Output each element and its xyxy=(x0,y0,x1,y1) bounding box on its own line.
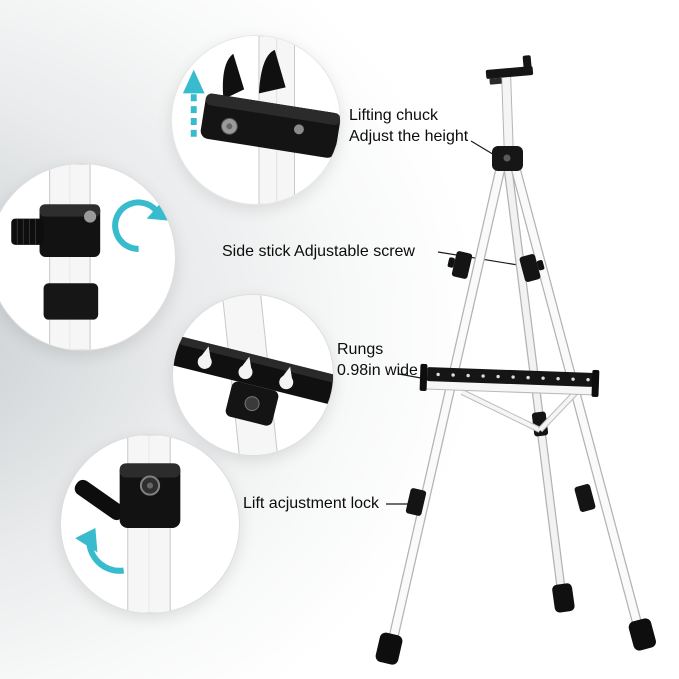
easel-right-leg xyxy=(510,164,645,636)
callout-rungs xyxy=(172,294,334,456)
adjustable-screw-knob xyxy=(11,218,44,245)
label-side-stick-line1: Side stick Adjustable screw xyxy=(222,243,415,260)
easel-upper-clamp-left xyxy=(447,251,473,279)
easel-left-leg xyxy=(386,164,506,650)
pointer-lifting-chuck xyxy=(470,140,497,157)
label-side-stick-screw: Side stick Adjustable screw xyxy=(222,242,415,263)
callout-lift-lock xyxy=(60,434,240,614)
label-lifting-chuck-line1: Lifting chuck xyxy=(349,107,438,124)
easel-left-foot xyxy=(375,632,403,665)
callout-lifting-chuck xyxy=(171,35,341,205)
label-lifting-chuck: Lifting chuck Adjust the height xyxy=(349,106,468,148)
rotate-arrow-icon xyxy=(112,199,169,252)
lift-lock-closeup xyxy=(74,435,181,613)
easel-lower-clamp-left xyxy=(405,488,427,516)
lifting-chuck-closeup xyxy=(182,36,340,204)
label-rungs-line1: Rungs xyxy=(337,341,384,358)
label-lifting-chuck-line2: Adjust the height xyxy=(349,127,469,145)
easel-right-foot xyxy=(628,618,656,651)
label-rungs-line2: 0.98in wide xyxy=(337,361,418,379)
easel-hinge xyxy=(492,146,523,171)
label-lift-lock-line1: Lift acjustment lock xyxy=(243,495,380,512)
easel-tray xyxy=(419,363,600,398)
curved-arrow-icon xyxy=(75,528,125,574)
pointer-lines xyxy=(386,140,525,505)
easel-tray-braces xyxy=(460,387,581,433)
up-arrow-icon xyxy=(182,69,205,137)
easel-mast xyxy=(501,73,514,155)
rung-holes xyxy=(197,346,294,390)
rungs-closeup xyxy=(173,295,333,455)
easel-upper-clamp-right xyxy=(519,254,545,282)
callout-side-stick-screw xyxy=(0,163,176,351)
label-rungs: Rungs 0.98in wide xyxy=(337,340,418,382)
side-stick-screw-closeup xyxy=(11,164,169,350)
easel-rear-foot xyxy=(552,583,575,613)
easel-lower-clamp-right xyxy=(574,484,596,512)
lock-lever xyxy=(74,479,125,521)
easel-top-holder xyxy=(485,55,534,85)
label-lift-lock: Lift acjustment lock xyxy=(243,494,379,515)
